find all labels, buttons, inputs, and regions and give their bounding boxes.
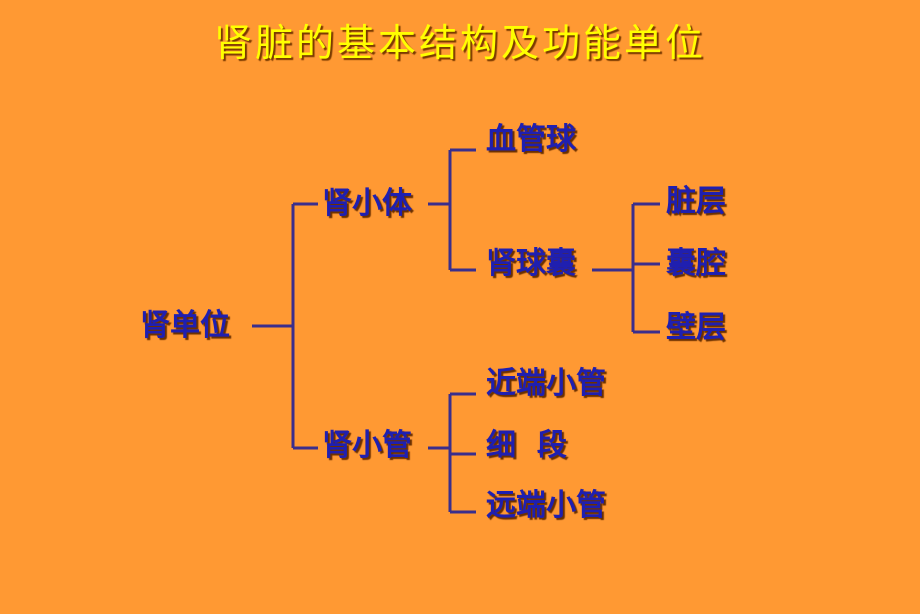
page-title: 肾脏的基本结构及功能单位	[213, 21, 706, 65]
node-nephron: 肾单位	[140, 308, 230, 343]
node-thin-segment: 细 段	[486, 428, 567, 463]
node-renal-tubule: 肾小管	[322, 428, 412, 463]
node-glomerulus: 血管球	[486, 122, 576, 157]
node-renal-corpuscle: 肾小体	[322, 186, 412, 221]
node-capsular-cavity: 囊腔	[666, 246, 726, 281]
node-distal-tubule: 远端小管	[486, 488, 606, 523]
node-proximal-tubule: 近端小管	[486, 366, 606, 401]
node-visceral-layer: 脏层	[666, 184, 726, 219]
node-parietal-layer: 壁层	[666, 310, 726, 345]
node-renal-capsule: 肾球囊	[486, 246, 576, 281]
